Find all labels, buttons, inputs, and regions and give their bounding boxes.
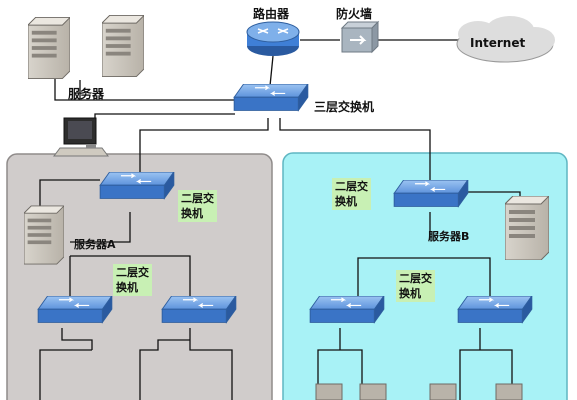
internet-cloud-icon	[456, 16, 555, 63]
server-b-label: 服务器B	[428, 230, 470, 243]
servers-top-label: 服务器	[68, 87, 105, 101]
l3-switch-label: 三层交换机	[314, 100, 375, 114]
firewall-icon	[340, 20, 380, 54]
firewall-label: 防火墙	[336, 7, 373, 21]
server-icon	[28, 16, 70, 80]
router-label: 路由器	[253, 7, 290, 21]
server-a-icon	[24, 205, 64, 265]
l2-switch-mid-left-label: 二层交 换机	[113, 264, 152, 296]
l2-switch-right-label: 二层交 换机	[332, 178, 371, 210]
server-b-icon	[505, 196, 549, 260]
endpoint-icons	[315, 383, 523, 400]
workstation-icon	[53, 117, 109, 157]
l2-switch-icon	[99, 172, 175, 200]
internet-label: Internet	[470, 36, 526, 50]
l2-switch-icon	[457, 296, 533, 324]
l2-switch-icon	[161, 296, 237, 324]
server-a-label: 服务器A	[74, 238, 116, 251]
l2-switch-mid-right-label: 二层交 换机	[396, 270, 435, 302]
l3-switch-icon	[233, 84, 309, 112]
l2-switch-left-label: 二层交 换机	[178, 190, 217, 222]
router-icon	[246, 21, 300, 56]
l2-switch-icon	[309, 296, 385, 324]
l2-switch-icon	[37, 296, 113, 324]
server-icon	[102, 14, 144, 78]
l2-switch-icon	[393, 180, 469, 208]
